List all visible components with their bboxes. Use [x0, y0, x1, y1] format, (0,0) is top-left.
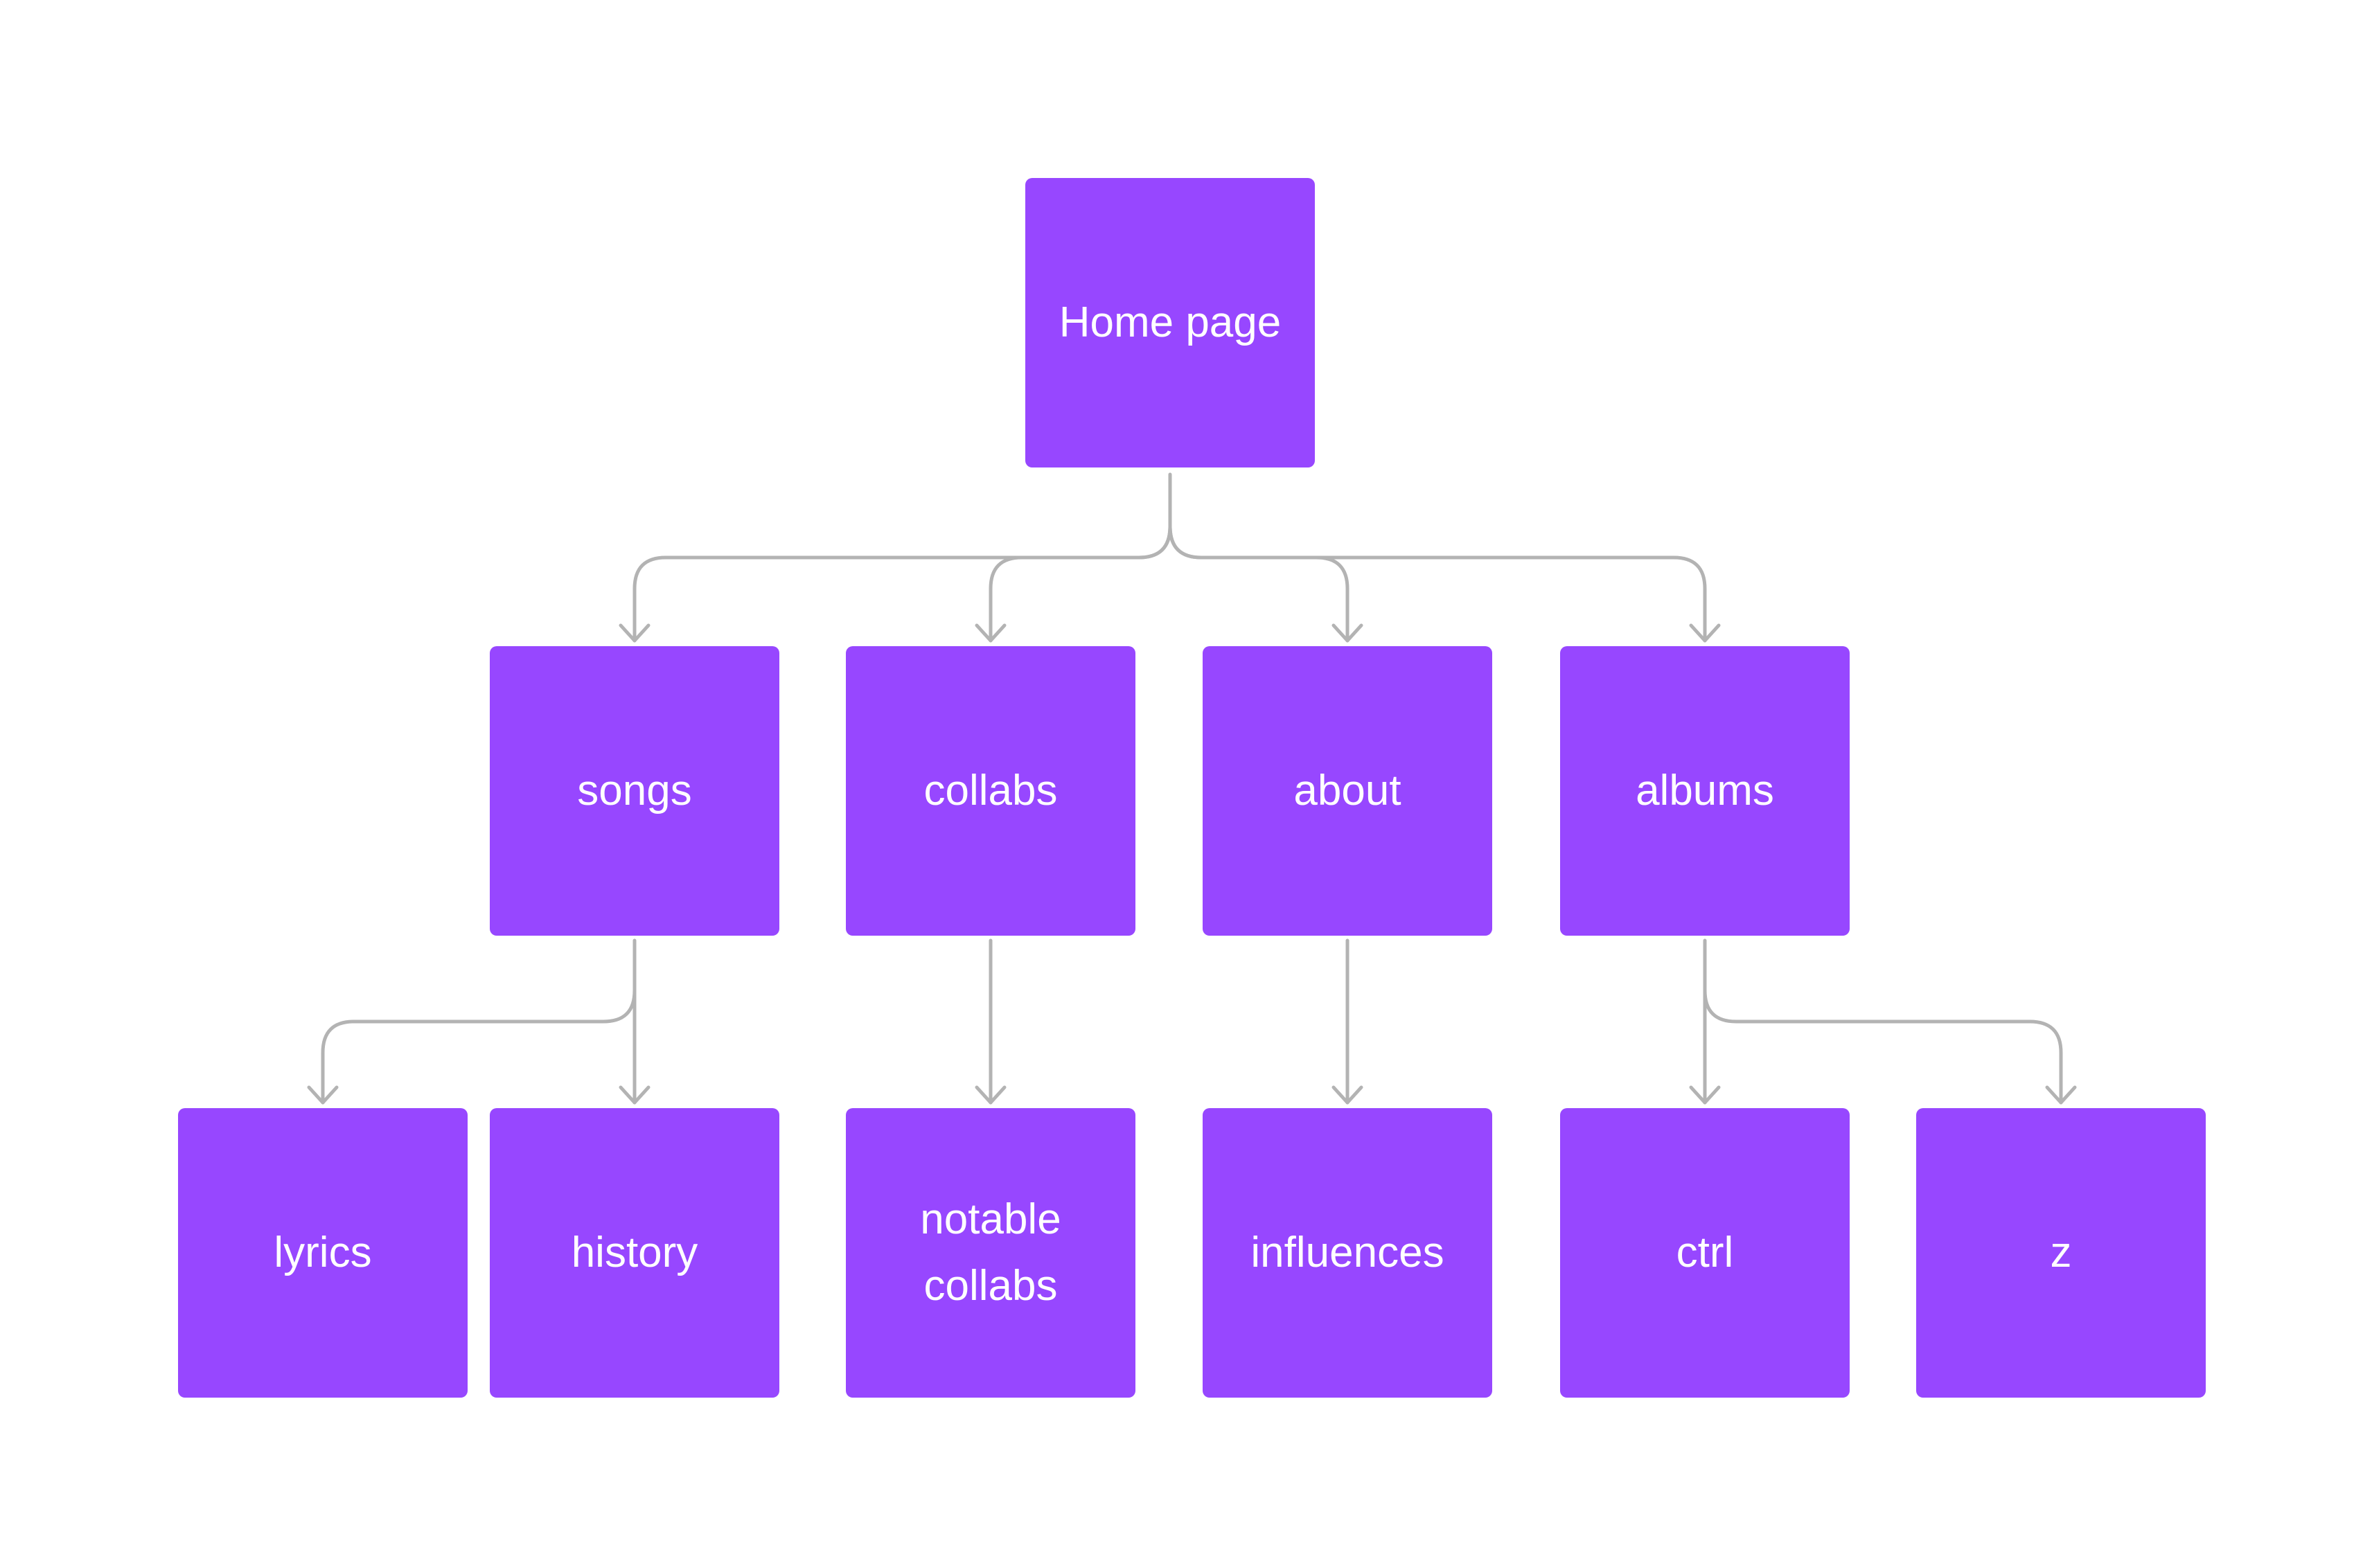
node-label: influences — [1250, 1228, 1444, 1276]
node-label: history — [571, 1228, 698, 1276]
node-songs[interactable]: songs — [490, 646, 779, 936]
node-albums[interactable]: albums — [1560, 646, 1850, 936]
arrowhead-songs — [619, 623, 650, 643]
arrowhead-influences — [1331, 1085, 1363, 1105]
arrowhead-about — [1331, 623, 1363, 643]
node-lyrics[interactable]: lyrics — [178, 1108, 468, 1398]
node-label: z — [2050, 1228, 2072, 1276]
node-label: collabs — [923, 766, 1058, 814]
arrowhead-albums — [1689, 623, 1721, 643]
node-label: ctrl — [1676, 1228, 1734, 1276]
edge-songs-lyrics — [321, 988, 637, 1105]
node-label: about — [1293, 766, 1401, 814]
node-collabs[interactable]: collabs — [846, 646, 1135, 936]
arrowhead-notable — [975, 1085, 1007, 1105]
node-label: albums — [1636, 766, 1774, 814]
node-label: songs — [577, 766, 692, 814]
node-about[interactable]: about — [1203, 646, 1492, 936]
node-ctrl[interactable]: ctrl — [1560, 1108, 1850, 1398]
edge-albums-z — [1703, 988, 2063, 1105]
arrowhead-lyrics — [307, 1085, 339, 1105]
node-label: Home page — [1059, 298, 1282, 346]
arrowhead-ctrl — [1689, 1085, 1721, 1105]
node-influences[interactable]: influences — [1203, 1108, 1492, 1398]
node-label: notable collabs — [920, 1195, 1061, 1310]
node-home-page[interactable]: Home page — [1025, 178, 1315, 467]
node-history[interactable]: history — [490, 1108, 779, 1398]
node-notable-collabs[interactable]: notable collabs — [846, 1108, 1135, 1398]
node-label: lyrics — [274, 1228, 372, 1276]
edge-home-about — [1168, 524, 1349, 643]
edge-home-collabs — [989, 524, 1172, 643]
arrowhead-z — [2045, 1085, 2077, 1105]
edge-home-albums — [1168, 524, 1707, 643]
arrowhead-collabs — [975, 623, 1007, 643]
arrowhead-history — [619, 1085, 650, 1105]
node-z[interactable]: z — [1916, 1108, 2206, 1398]
